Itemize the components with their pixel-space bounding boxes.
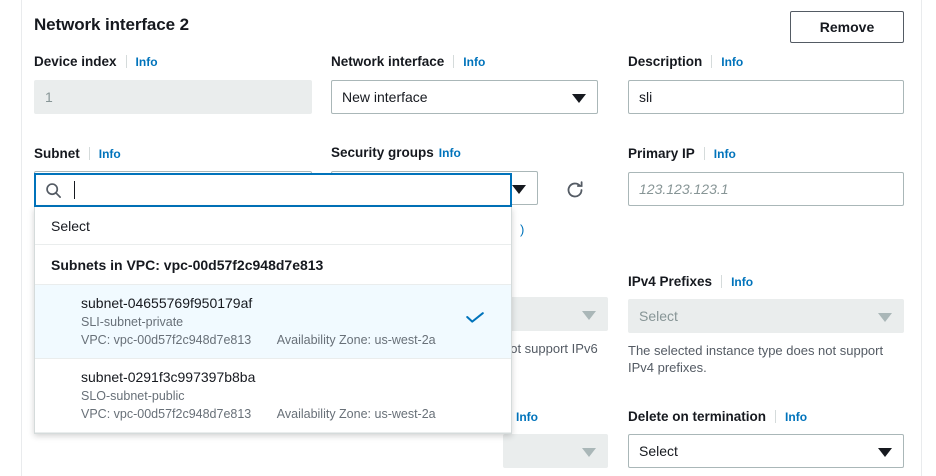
chevron-down-icon xyxy=(878,448,892,457)
primary-ip-label-group: Primary IP Info xyxy=(628,145,736,161)
primary-ip-label: Primary IP xyxy=(628,146,695,161)
ipv6-helper-text: not support IPv6 xyxy=(503,341,598,356)
refresh-icon[interactable] xyxy=(565,180,585,205)
device-index-label-group: Device index Info xyxy=(34,53,158,69)
chevron-down-icon xyxy=(582,311,596,320)
subnet-label: Subnet xyxy=(34,146,80,161)
ipv4-prefixes-helper-text: The selected instance type does not supp… xyxy=(628,343,884,375)
network-interface-label-group: Network interface Info xyxy=(331,53,485,69)
panel-left-gutter xyxy=(0,0,22,476)
label-divider xyxy=(88,147,90,160)
label-divider xyxy=(711,55,713,68)
subnet-dropdown-list: Select Subnets in VPC: vpc-00d57f2c948d7… xyxy=(34,207,512,434)
device-index-input: 1 xyxy=(34,80,312,114)
check-icon xyxy=(466,312,484,323)
primary-ip-input[interactable]: 123.123.123.1 xyxy=(628,172,904,206)
search-icon xyxy=(46,182,61,198)
ipv4-prefixes-select: Select xyxy=(628,299,904,333)
ipv4-prefixes-placeholder: Select xyxy=(639,308,678,324)
ipv6-ips-select xyxy=(503,297,608,331)
delete-on-termination-label: Delete on termination xyxy=(628,409,767,424)
remove-button[interactable]: Remove xyxy=(790,11,904,43)
subnet-option-meta: VPC: vpc-00d57f2c948d7e813 Availability … xyxy=(81,331,495,349)
label-divider xyxy=(125,55,127,68)
subnet-option-name: SLO-subnet-public xyxy=(81,389,185,403)
ipv4-prefixes-label-group: IPv4 Prefixes Info xyxy=(628,273,753,289)
subnet-label-group: Subnet Info xyxy=(34,145,121,161)
description-info-link[interactable]: Info xyxy=(721,55,744,69)
subnet-option-vpc: VPC: vpc-00d57f2c948d7e813 xyxy=(81,333,252,347)
panel-right-gutter xyxy=(921,0,936,476)
description-input[interactable]: sli xyxy=(628,80,904,114)
subnet-option-id: subnet-04655769f950179af xyxy=(81,295,253,311)
delete-on-termination-select[interactable]: Select xyxy=(628,434,904,468)
chevron-down-icon xyxy=(878,313,892,322)
device-index-value: 1 xyxy=(45,89,53,105)
primary-ip-info-link[interactable]: Info xyxy=(713,147,736,161)
label-divider xyxy=(453,55,455,68)
delete-on-termination-value: Select xyxy=(639,443,678,459)
subnet-list-item[interactable]: subnet-0291f3c997397b8ba SLO-subnet-publ… xyxy=(35,359,511,433)
ipv4-prefixes-info-link[interactable]: Info xyxy=(731,275,754,289)
subnet-option-name: SLI-subnet-private xyxy=(81,315,184,329)
security-groups-label: Security groups xyxy=(331,145,434,160)
middle-bottom-info-link[interactable]: Info xyxy=(516,410,538,424)
chevron-down-icon xyxy=(582,448,596,457)
description-label-group: Description Info xyxy=(628,53,743,69)
network-interface-info-link[interactable]: Info xyxy=(463,55,486,69)
description-value: sli xyxy=(639,89,653,105)
device-index-info-link[interactable]: Info xyxy=(135,55,158,69)
subnet-list-item[interactable]: subnet-04655769f950179af SLI-subnet-priv… xyxy=(35,285,511,359)
chevron-down-icon xyxy=(572,94,586,103)
ipv4-prefixes-label: IPv4 Prefixes xyxy=(628,274,713,289)
network-interface-value: New interface xyxy=(342,89,428,105)
subnet-option-vpc: VPC: vpc-00d57f2c948d7e813 xyxy=(81,407,252,421)
subnet-search-input[interactable] xyxy=(34,173,512,207)
label-divider xyxy=(703,147,705,160)
create-security-group-link-tail[interactable]: ) xyxy=(520,222,525,237)
subnet-group-header: Subnets in VPC: vpc-00d57f2c948d7e813 xyxy=(35,245,511,285)
chevron-down-icon xyxy=(512,185,526,194)
delete-on-termination-info-link[interactable]: Info xyxy=(785,410,808,424)
security-groups-label-group: Security groups Info xyxy=(331,145,461,160)
description-label: Description xyxy=(628,54,703,69)
middle-bottom-select xyxy=(503,434,608,468)
label-divider xyxy=(775,410,777,423)
subnet-option-az: Availability Zone: us-west-2a xyxy=(276,333,436,347)
network-interface-label: Network interface xyxy=(331,54,445,69)
label-divider xyxy=(721,275,723,288)
network-interface-2-section: Network interface 2 Remove Device index … xyxy=(23,0,921,476)
security-groups-info-link[interactable]: Info xyxy=(438,146,461,160)
subnet-dropdown: Select Subnets in VPC: vpc-00d57f2c948d7… xyxy=(34,173,512,434)
page-title: Network interface 2 xyxy=(34,15,189,34)
delete-on-termination-label-group: Delete on termination Info xyxy=(628,408,807,424)
text-cursor xyxy=(74,181,75,199)
subnet-option-id: subnet-0291f3c997397b8ba xyxy=(81,369,256,385)
subnet-option-select[interactable]: Select xyxy=(35,207,511,245)
subnet-option-az: Availability Zone: us-west-2a xyxy=(276,407,436,421)
subnet-option-meta: VPC: vpc-00d57f2c948d7e813 Availability … xyxy=(81,405,495,423)
device-index-label: Device index xyxy=(34,54,117,69)
primary-ip-placeholder: 123.123.123.1 xyxy=(639,181,729,197)
network-interface-select[interactable]: New interface xyxy=(331,80,598,114)
subnet-info-link[interactable]: Info xyxy=(98,147,121,161)
